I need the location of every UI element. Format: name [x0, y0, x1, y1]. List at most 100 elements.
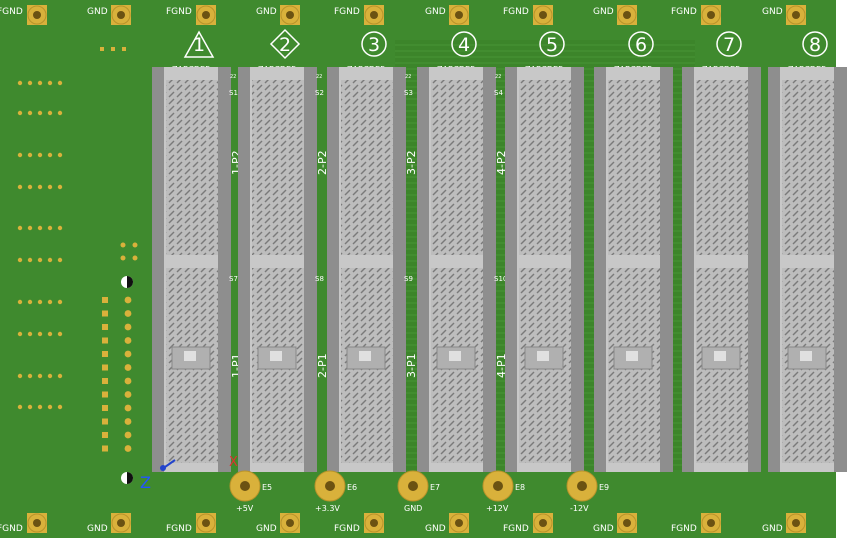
- latch-tab: [626, 351, 638, 361]
- mount-label-top: FGND: [166, 7, 192, 17]
- pin-number: 22: [316, 74, 322, 80]
- terminal-hole: [240, 481, 250, 491]
- via: [47, 331, 53, 337]
- via: [47, 110, 53, 116]
- via: [27, 152, 33, 158]
- mount-hole: [370, 519, 378, 527]
- via: [124, 337, 132, 344]
- pad: [102, 445, 108, 452]
- via: [27, 110, 33, 116]
- via: [37, 373, 43, 379]
- s-label-mid: S7: [229, 275, 238, 283]
- mount-hole: [623, 11, 631, 19]
- mount-label-top: GND: [593, 7, 614, 17]
- via: [27, 299, 33, 305]
- via: [124, 404, 132, 412]
- mount-label-top: GND: [762, 7, 783, 17]
- via: [57, 257, 63, 263]
- pad: [102, 337, 108, 344]
- connector-rail-right: [834, 67, 847, 472]
- via: [57, 225, 63, 231]
- mount-hole: [370, 11, 378, 19]
- via: [17, 257, 23, 263]
- via: [37, 80, 43, 86]
- slot-number: 7: [723, 34, 735, 56]
- pad: [102, 324, 108, 330]
- mount-label-top: GND: [425, 7, 446, 17]
- terminal-hole: [325, 481, 335, 491]
- mount-label-bottom: GND: [593, 524, 614, 534]
- terminal-id: E6: [347, 483, 357, 492]
- axis-z-label: Z: [140, 473, 151, 492]
- mount-hole: [117, 11, 125, 19]
- connector-rail-left: [505, 67, 517, 472]
- via: [27, 373, 33, 379]
- mount-hole: [455, 11, 463, 19]
- via: [27, 80, 33, 86]
- terminal-voltage: +3.3V: [315, 504, 340, 513]
- via: [124, 445, 132, 452]
- via: [57, 152, 63, 158]
- slot-number: 1: [193, 34, 205, 56]
- pad: [102, 378, 108, 384]
- terminal-E6: E6 +3.3V: [314, 470, 357, 513]
- connector-rail-left: [768, 67, 780, 472]
- via: [124, 418, 132, 425]
- connector-rail-right: [571, 67, 584, 472]
- slot-8: 8ZABCDEFZABCDEF: [768, 31, 847, 472]
- terminal-id: E8: [515, 483, 525, 492]
- s-label-top: S2: [315, 89, 324, 97]
- via: [27, 184, 33, 190]
- latch-tab: [270, 351, 282, 361]
- pin-number: 22: [495, 74, 501, 80]
- connector-rail-left: [594, 67, 606, 472]
- terminal-E8: E8+12V: [482, 470, 525, 513]
- via: [17, 184, 23, 190]
- pad: [102, 364, 108, 371]
- via: [27, 225, 33, 231]
- card-slots: 1ZABCDEFZABCDEF1-P21-P1S1S7222ZABCDEFZAB…: [152, 28, 847, 472]
- s-label-mid: S9: [404, 275, 413, 283]
- via: [57, 80, 63, 86]
- mount-hole: [623, 519, 631, 527]
- via: [57, 331, 63, 337]
- via: [124, 377, 132, 385]
- mount-label-bottom: GND: [762, 524, 783, 534]
- terminal-hole: [408, 481, 418, 491]
- p2-pin-field: [696, 80, 748, 255]
- via: [47, 373, 53, 379]
- via: [124, 310, 132, 317]
- pad: [102, 405, 108, 411]
- s-label-mid: S8: [315, 275, 324, 283]
- terminal-E5: E5+5V: [229, 470, 272, 513]
- connector-rail-right: [748, 67, 761, 472]
- via: [17, 299, 23, 305]
- connector-rail-left: [417, 67, 429, 472]
- mount-label-bottom: GND: [256, 524, 277, 534]
- slot-number: 3: [368, 34, 380, 56]
- via: [27, 257, 33, 263]
- mount-hole: [707, 519, 715, 527]
- axis-x-label: X: [229, 455, 238, 470]
- p2-pin-field: [431, 80, 483, 255]
- slot-number: 4: [458, 34, 470, 56]
- p2-pin-field: [519, 80, 571, 255]
- mount-label-bottom: GND: [425, 524, 446, 534]
- connector-rail-left: [327, 67, 339, 472]
- via: [47, 299, 53, 305]
- connector-rail-left: [152, 67, 164, 472]
- mount-hole: [117, 519, 125, 527]
- mount-hole: [286, 11, 294, 19]
- pad: [102, 351, 108, 357]
- via: [37, 184, 43, 190]
- pad: [102, 297, 108, 303]
- pad: [102, 418, 108, 425]
- mount-label-bottom: GND: [87, 524, 108, 534]
- pad: [102, 391, 108, 398]
- slot-number: 2: [279, 34, 291, 56]
- p2-pin-field: [252, 80, 304, 255]
- via: [27, 404, 33, 410]
- mount-hole: [202, 519, 210, 527]
